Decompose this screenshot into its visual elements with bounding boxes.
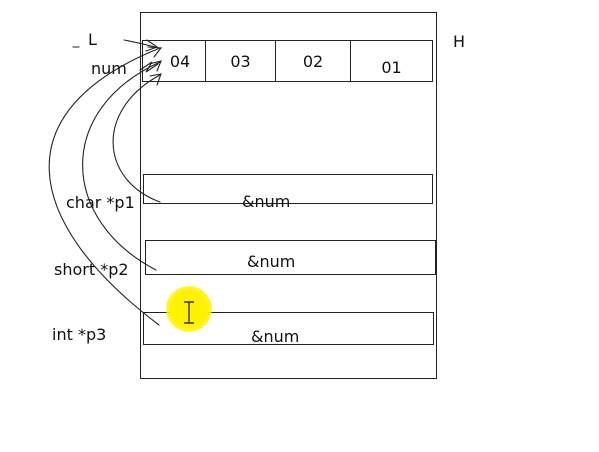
pointer-value: &num	[247, 252, 296, 271]
pointer-label-p2: short *p2	[54, 260, 129, 279]
arrowhead	[148, 60, 162, 72]
low-label: L	[88, 30, 97, 49]
scribble-mark	[139, 61, 159, 73]
arrow-p1	[112, 74, 161, 203]
pointer-label-p3: int *p3	[52, 325, 107, 344]
memory-frame	[140, 12, 437, 379]
num-label: num	[91, 59, 127, 78]
byte-value: 04	[169, 51, 191, 71]
arrowhead	[145, 39, 159, 52]
byte-cell: 02	[276, 41, 351, 81]
num-bytes-row: 04 03 02 01	[142, 40, 433, 82]
arrow-low-to-byte	[123, 39, 156, 48]
byte-cell: 03	[206, 41, 276, 81]
pointer-value: &num	[242, 192, 291, 211]
byte-value: 02	[302, 51, 324, 71]
pointer-label-p1: char *p1	[66, 193, 135, 212]
arrowhead	[147, 46, 163, 58]
arrow-p3	[48, 47, 161, 326]
arrowhead	[149, 73, 162, 86]
byte-value: 01	[381, 57, 402, 77]
byte-cell: 01	[351, 41, 432, 81]
pointer-value: &num	[251, 327, 300, 346]
high-label: H	[453, 32, 466, 51]
pointer-box-p3: &num	[143, 312, 434, 346]
byte-cell: 04	[143, 41, 206, 81]
pointer-box-p1: &num	[143, 174, 433, 211]
byte-value: 03	[230, 51, 251, 71]
pointer-box-p2: &num	[145, 240, 436, 275]
arrow-p2	[82, 61, 161, 271]
